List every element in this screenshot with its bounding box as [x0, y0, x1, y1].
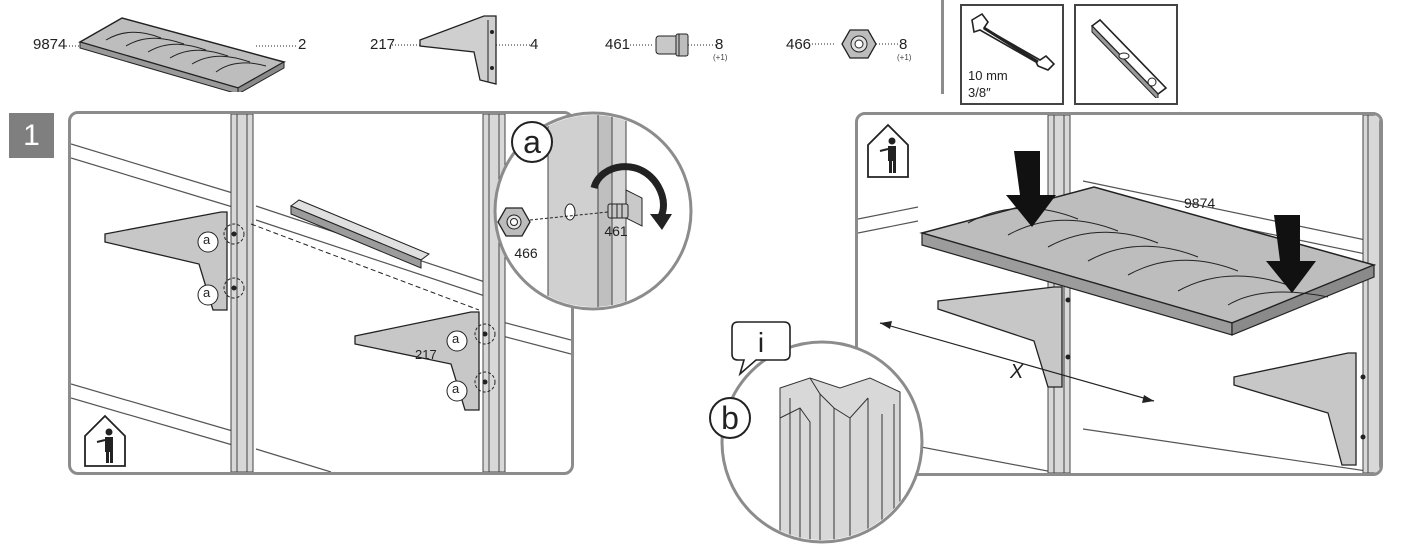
step-number: 1: [9, 113, 54, 158]
person-in-house-icon: [84, 414, 126, 467]
parts-tools-divider: [941, 0, 944, 94]
callout-a-2: a: [203, 285, 211, 300]
detail-a-bolt-code: 461: [604, 223, 628, 239]
part-code-461: 461: [605, 36, 631, 53]
bolt-part-icon: [630, 33, 718, 57]
part-code-466: 466: [786, 36, 812, 53]
part-qty-466: 8: [899, 36, 908, 53]
right-assembly-illustration: [858, 115, 1380, 473]
info-glyph: i: [758, 327, 764, 358]
part-code-9874: 9874: [33, 36, 67, 53]
down-arrow-icon: [1006, 151, 1316, 293]
part-qty-461: 8: [715, 36, 724, 53]
detail-b-magnifier: i b: [709, 321, 924, 544]
wrench-tool-box: 10 mm 3/8″: [960, 4, 1064, 105]
callout-a-1: a: [203, 232, 211, 247]
shelf-part-icon: [66, 17, 296, 92]
distance-x-label: X: [1010, 361, 1024, 383]
wrench-icon: [971, 12, 1056, 71]
part-code-217: 217: [370, 36, 396, 53]
person-in-house-icon: [867, 123, 909, 178]
left-assembly-illustration: [71, 114, 571, 472]
level-tool-box: [1074, 4, 1178, 105]
part-qty-9874: 2: [298, 36, 307, 53]
info-icon: i: [731, 321, 791, 377]
wrench-size-mm: 10 mm: [968, 68, 1008, 83]
callout-a-3: a: [452, 331, 460, 346]
right-assembly-panel: 9874 X: [855, 112, 1383, 476]
left-assembly-panel: a a a a 217: [68, 111, 574, 475]
bracket-code-label: 217: [415, 347, 437, 362]
spirit-level-icon: [1090, 18, 1168, 98]
detail-b-letter: b: [721, 400, 739, 436]
callout-a-4: a: [452, 381, 460, 396]
shelf-code-label: 9874: [1184, 195, 1216, 211]
bracket-part-icon: [392, 15, 530, 85]
part-qty-217: 4: [530, 36, 539, 53]
detail-a-letter: a: [523, 124, 541, 160]
part-spare-466: (+1): [897, 53, 912, 62]
rotate-arrow-icon: [590, 163, 672, 230]
nut-part-icon: [812, 29, 900, 59]
detail-a-magnifier: a 466 461: [493, 111, 693, 311]
detail-a-nut-code: 466: [514, 245, 538, 261]
part-spare-461: (+1): [713, 53, 728, 62]
wrench-size-in: 3/8″: [968, 85, 991, 100]
